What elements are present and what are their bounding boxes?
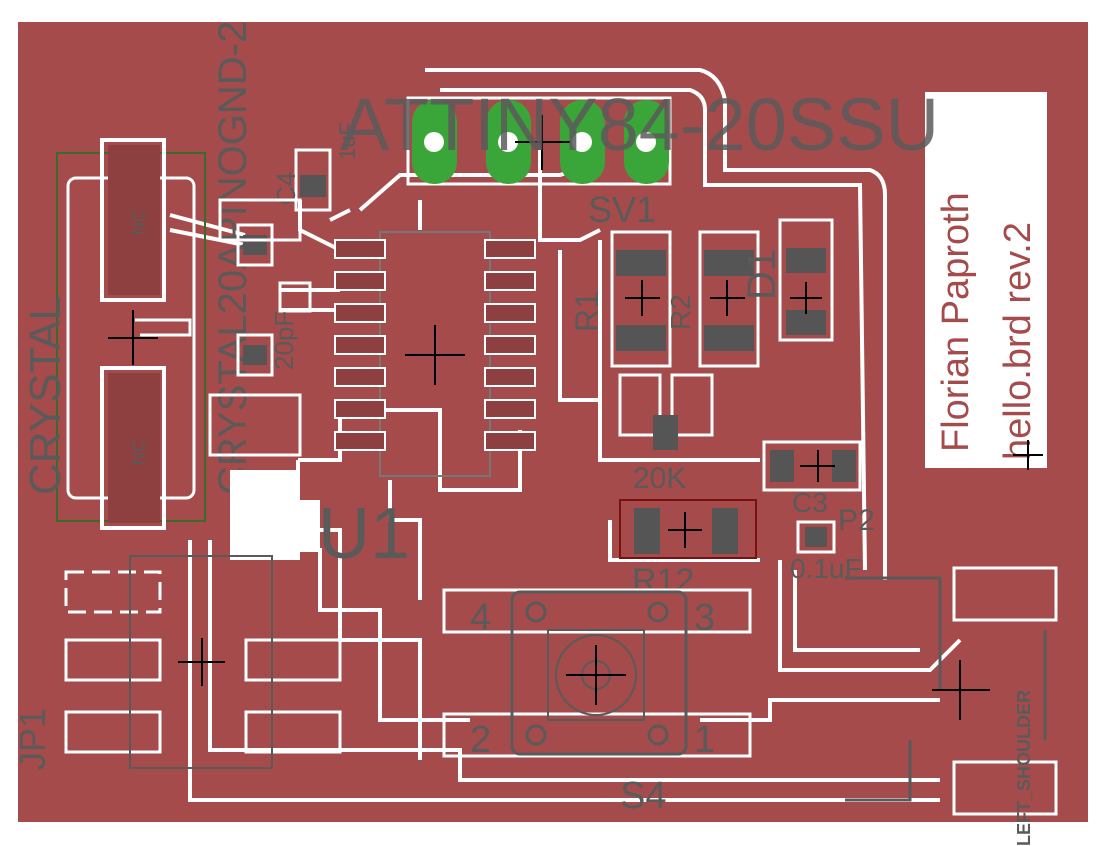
left-shoulder-label: LEFT_SHOULDER [1014,690,1034,846]
author-label: Florian Paproth [935,192,977,452]
u1-chip [208,198,536,560]
r12-resistor [619,499,757,559]
r1-label: R1 [569,291,605,332]
crystal-label: CRYSTAL [21,296,70,495]
board-outline [18,22,1088,822]
author-text-area [925,92,1047,468]
d1-led [778,218,834,342]
board-name-label: hello.brd rev.2 [997,222,1039,460]
r2-label: R2 [665,294,696,330]
c4-value-label: 1uF [335,122,360,160]
crystal-cap-value: 20pF [269,311,299,370]
s4-switch [442,588,752,758]
origin-crosshair [1013,440,1043,470]
r1-r2-resistors [610,230,760,450]
left-shoulder-footprint [845,566,1058,816]
r-value-label: 20K [633,462,686,495]
s4-pin1-label: 1 [694,719,715,761]
c3-capacitor [762,440,862,554]
p2-label: P2 [838,504,875,537]
s4-pin3-label: 3 [694,597,715,639]
crystal-part-label: CRYSTAL20APINOGND-2 [211,21,255,495]
c3-label: C3 [792,487,828,518]
d1-label: D1 [740,249,784,300]
sv1-header [406,96,672,186]
sv1-label: SV1 [588,189,656,230]
jp1-jumper [64,555,342,769]
s4-pin4-label: 4 [470,597,491,639]
crystal-nc-top: NC [129,209,149,235]
jp1-label: JP1 [12,708,53,770]
s4-pin2-label: 2 [470,719,491,761]
crystal-footprint [56,138,206,530]
u1-label: U1 [318,494,410,574]
s4-label: S4 [620,775,666,817]
crystal-nc-bottom: NC [129,439,149,465]
chip-title-label: ATTINY84-20SSU [340,83,939,166]
